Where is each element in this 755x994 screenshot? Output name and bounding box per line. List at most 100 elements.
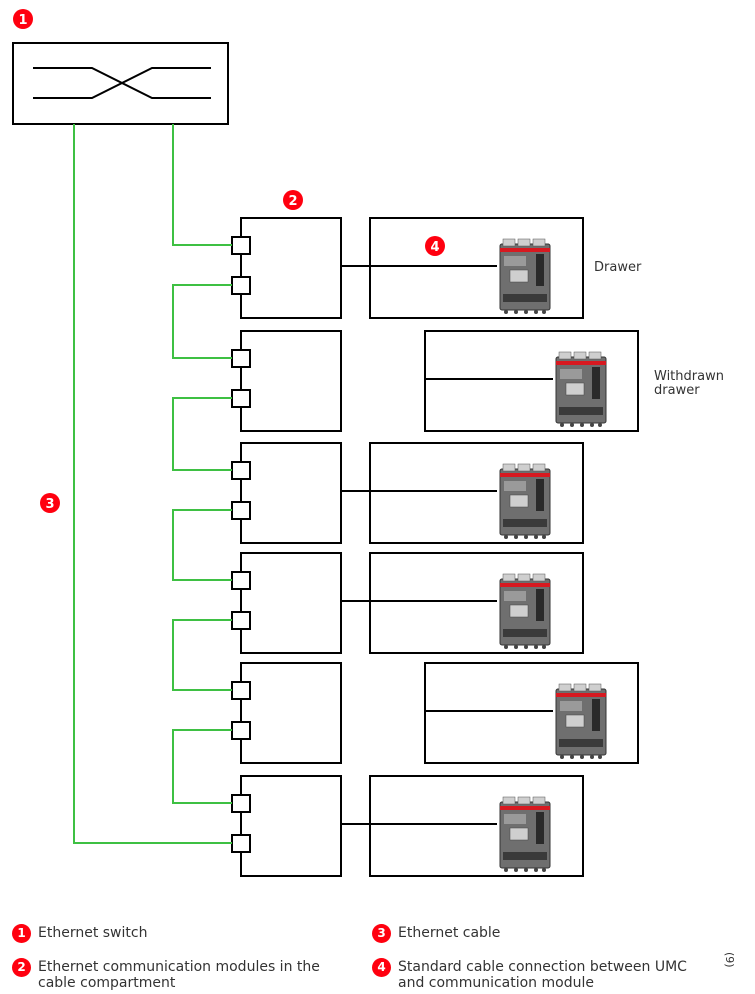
device-screw	[542, 868, 546, 872]
device-terminal	[532, 238, 546, 247]
device-brand-stripe	[500, 583, 550, 587]
device-screw	[524, 535, 528, 539]
device-screw	[524, 868, 528, 872]
device-display	[504, 481, 526, 491]
callout-number: 1	[18, 13, 27, 28]
device-terminal	[502, 573, 516, 582]
device-terminal	[573, 683, 587, 692]
umc-device-icon	[499, 796, 551, 872]
device-display	[504, 814, 526, 824]
device-connector-strip	[536, 479, 544, 511]
device-bottom-terminals	[503, 519, 547, 527]
device-bottom-terminals	[559, 407, 603, 415]
callout-circle	[425, 236, 445, 256]
ethernet-port	[231, 721, 251, 740]
ethernet-port	[231, 571, 251, 590]
drawer-label: Drawer	[594, 260, 642, 275]
callout-badge-1: 1	[13, 9, 33, 29]
device-bottom-terminals	[559, 739, 603, 747]
callout-circle	[283, 190, 303, 210]
withdrawn-drawer-label-line2: drawer	[654, 383, 700, 398]
comm-module-box	[240, 217, 342, 319]
device-terminal	[517, 573, 531, 582]
umc-device-icon	[499, 463, 551, 539]
ethernet-port	[231, 681, 251, 700]
device-terminal	[588, 683, 602, 692]
device-screw	[534, 310, 538, 314]
comm-module-box	[240, 442, 342, 544]
device-connector-strip	[592, 699, 600, 731]
device-brand-stripe	[500, 248, 550, 252]
device-screw	[542, 535, 546, 539]
device-terminal	[517, 238, 531, 247]
ethernet-port	[231, 794, 251, 813]
device-screw	[542, 310, 546, 314]
device-screw	[542, 645, 546, 649]
callout-number: 2	[288, 194, 297, 209]
legend-badge-1: 1	[12, 924, 31, 943]
ethernet-port	[231, 349, 251, 368]
ethernet-cable-daisy-chain	[172, 124, 232, 804]
legend-badge-4: 4	[372, 958, 391, 977]
device-screw	[514, 535, 518, 539]
callout-badge-2: 2	[283, 190, 303, 210]
withdrawn-drawer-label-line1: Withdrawn	[654, 369, 724, 384]
device-terminal	[588, 351, 602, 360]
legend-badge-2: 2	[12, 958, 31, 977]
device-screw	[534, 535, 538, 539]
device-screw	[598, 755, 602, 759]
ethernet-port	[231, 276, 251, 295]
callout-circle	[40, 493, 60, 513]
device-screw	[504, 645, 508, 649]
ethernet-cable-return	[73, 124, 232, 844]
device-screw	[590, 755, 594, 759]
device-brand-stripe	[500, 473, 550, 477]
drawer-box	[369, 552, 584, 654]
device-screw	[504, 868, 508, 872]
device-terminal	[502, 796, 516, 805]
device-screw	[560, 423, 564, 427]
callout-circle	[13, 9, 33, 29]
device-screw	[514, 868, 518, 872]
device-screw	[524, 645, 528, 649]
callout-number: 4	[430, 240, 439, 255]
device-bottom-terminals	[503, 294, 547, 302]
device-label	[509, 827, 529, 841]
device-bottom-terminals	[503, 852, 547, 860]
ethernet-port	[231, 461, 251, 480]
device-brand-stripe	[500, 806, 550, 810]
device-label	[565, 714, 585, 728]
device-label	[509, 494, 529, 508]
device-terminal	[517, 463, 531, 472]
device-terminal	[532, 796, 546, 805]
legend-text-3: Ethernet cable	[398, 925, 501, 941]
device-screw	[570, 755, 574, 759]
device-display	[504, 256, 526, 266]
legend-text-4: Standard cable connection between UMC an…	[398, 959, 687, 991]
device-screw	[514, 310, 518, 314]
device-connector-strip	[592, 367, 600, 399]
device-connector-strip	[536, 589, 544, 621]
callout-number: 3	[45, 497, 54, 512]
drawer-box	[369, 217, 584, 319]
device-terminal	[558, 683, 572, 692]
device-connector-strip	[536, 812, 544, 844]
drawer-box	[369, 775, 584, 877]
callout-badge-3: 3	[40, 493, 60, 513]
device-label	[509, 269, 529, 283]
callout-badge-4: 4	[425, 236, 445, 256]
ethernet-port	[231, 834, 251, 853]
comm-module-box	[240, 552, 342, 654]
device-terminal	[558, 351, 572, 360]
umc-device-icon	[555, 351, 607, 427]
device-display	[504, 591, 526, 601]
legend-text-2: Ethernet communication modules in the ca…	[38, 959, 320, 991]
device-screw	[570, 423, 574, 427]
device-brand-stripe	[556, 361, 606, 365]
device-bottom-terminals	[503, 629, 547, 637]
device-screw	[598, 423, 602, 427]
device-label	[565, 382, 585, 396]
device-terminal	[532, 463, 546, 472]
umc-device-icon	[499, 573, 551, 649]
